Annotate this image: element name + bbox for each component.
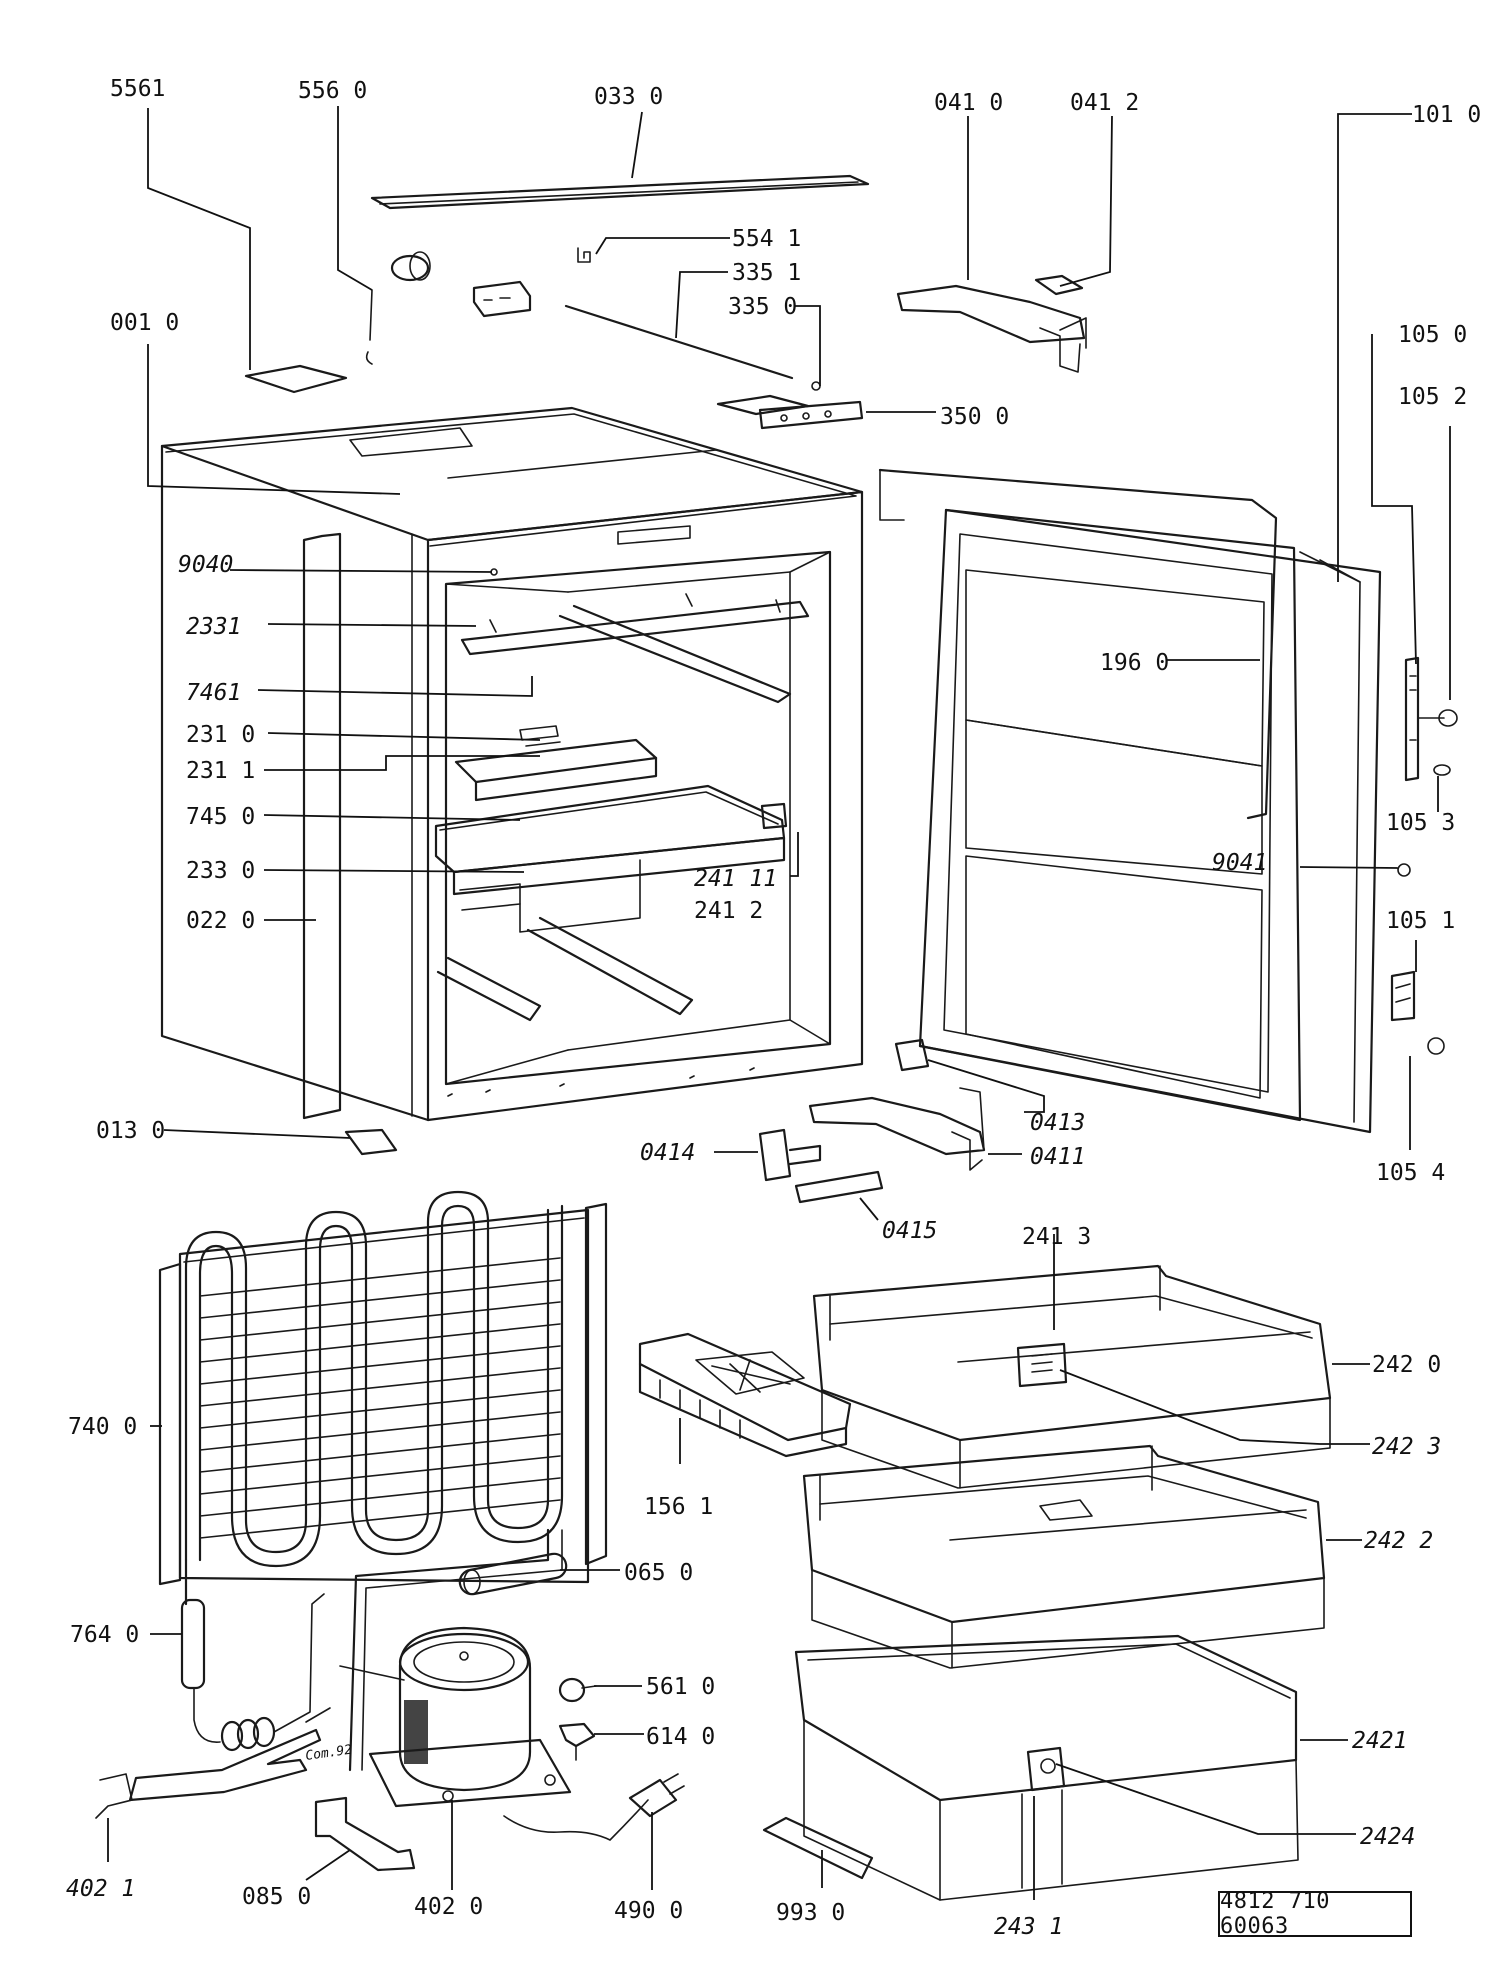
- label-1050: 105 0: [1398, 322, 1467, 348]
- label-0414: 0414: [640, 1140, 695, 1166]
- label-0650: 065 0: [624, 1560, 693, 1586]
- label-4020: 402 0: [414, 1894, 483, 1920]
- compressor-stamp: Com.92: [304, 1743, 353, 1764]
- label-6140: 614 0: [646, 1724, 715, 1750]
- part-door-gasket: [878, 468, 1278, 820]
- part-0130-plate: [344, 1128, 398, 1156]
- label-1960: 196 0: [1100, 650, 1169, 676]
- label-0330: 033 0: [594, 84, 663, 110]
- label-0413: 0413: [1030, 1110, 1085, 1136]
- part-door-hinge-set: [1390, 656, 1458, 1055]
- part-small-clip: [577, 247, 591, 263]
- part-thermostat: [716, 394, 864, 430]
- label-5541: 554 1: [732, 226, 801, 252]
- label-1053: 105 3: [1386, 810, 1455, 836]
- part-lamp-cover: [244, 364, 348, 394]
- label-2423: 242 3: [1372, 1434, 1441, 1460]
- label-4900: 490 0: [614, 1898, 683, 1924]
- label-0850: 085 0: [242, 1884, 311, 1910]
- part-drawer-lower: [794, 1634, 1299, 1901]
- part-compressor-bracket: [95, 1707, 331, 1819]
- label-0220: 022 0: [186, 908, 255, 934]
- label-3351: 335 1: [732, 260, 801, 286]
- part-upper-shelf: [460, 593, 810, 704]
- part-0414-bracket: [758, 1128, 822, 1182]
- part-cabinet: [160, 406, 864, 1122]
- label-2413: 241 3: [1022, 1224, 1091, 1250]
- label-4021: 402 1: [66, 1876, 135, 1902]
- label-7400: 740 0: [68, 1414, 137, 1440]
- leader-lines: [107, 106, 1451, 1900]
- part-bottom-hinge: [808, 1087, 986, 1171]
- part-freezer-compartment: [454, 725, 658, 802]
- label-0010: 001 0: [110, 310, 179, 336]
- label-24111: 241 11: [694, 866, 777, 892]
- label-2330: 233 0: [186, 858, 255, 884]
- label-2420: 242 0: [1372, 1352, 1441, 1378]
- label-9930: 993 0: [776, 1900, 845, 1926]
- part-drawer-upper: [812, 1264, 1332, 1489]
- part-rod: [564, 304, 794, 380]
- label-2424: 2424: [1360, 1824, 1415, 1850]
- label-0415: 0415: [882, 1218, 937, 1244]
- label-2421: 2421: [1352, 1728, 1407, 1754]
- part-labels: 5561 556 0 033 0 041 0 041 2 101 0 554 1…: [66, 76, 1481, 1940]
- label-0410: 041 0: [934, 90, 1003, 116]
- part-561-relay: [558, 1677, 597, 1703]
- part-drawer-middle: [802, 1444, 1326, 1669]
- label-7450: 745 0: [186, 804, 255, 830]
- part-614-clip: [558, 1722, 596, 1761]
- label-0412: 041 2: [1070, 90, 1139, 116]
- label-7461: 7461: [186, 680, 241, 706]
- part-lamp-holder: [365, 251, 532, 365]
- part-power-cord: [503, 1773, 685, 1841]
- document-number: 4812 710 60063: [1218, 1889, 1412, 1939]
- label-3500: 350 0: [940, 404, 1009, 430]
- part-insulation-tube: [458, 1552, 568, 1596]
- part-ice-tray: [638, 1332, 852, 1458]
- label-5610: 561 0: [646, 1674, 715, 1700]
- label-7640: 764 0: [70, 1622, 139, 1648]
- label-2310: 231 0: [186, 722, 255, 748]
- part-upper-hinge: [896, 284, 1087, 373]
- part-0415-cover: [794, 1170, 884, 1204]
- part-door: [918, 508, 1382, 1134]
- label-2431: 243 1: [994, 1914, 1063, 1940]
- label-2311: 231 1: [186, 758, 255, 784]
- part-top-rail: [370, 174, 870, 210]
- label-0130: 013 0: [96, 1118, 165, 1144]
- label-5561: 5561: [110, 76, 165, 102]
- label-9040: 9040: [178, 552, 233, 578]
- part-993-scraper: [762, 1816, 874, 1880]
- label-5560: 556 0: [298, 78, 367, 104]
- label-1561: 156 1: [644, 1494, 713, 1520]
- label-9041: 9041: [1212, 850, 1267, 876]
- part-bottom-rails: [436, 916, 694, 1022]
- part-filter-dryer: [180, 1558, 325, 1752]
- label-0411: 0411: [1030, 1144, 1085, 1170]
- label-2412: 241 2: [694, 898, 763, 924]
- part-crisper-cover: [452, 836, 786, 933]
- part-9041-marker: [1397, 863, 1411, 877]
- part-085-bracket: [314, 1796, 416, 1872]
- label-3350: 335 0: [728, 294, 797, 320]
- label-1010: 101 0: [1412, 102, 1481, 128]
- part-hinge-shim: [1034, 274, 1084, 296]
- part-compressor: [339, 1626, 572, 1808]
- label-2422: 242 2: [1364, 1528, 1433, 1554]
- label-2331: 2331: [186, 614, 241, 640]
- part-0413-plate: [894, 1038, 930, 1072]
- label-1051: 105 1: [1386, 908, 1455, 934]
- label-1052: 105 2: [1398, 384, 1467, 410]
- part-condenser: [158, 1190, 608, 1772]
- label-1054: 105 4: [1376, 1160, 1445, 1186]
